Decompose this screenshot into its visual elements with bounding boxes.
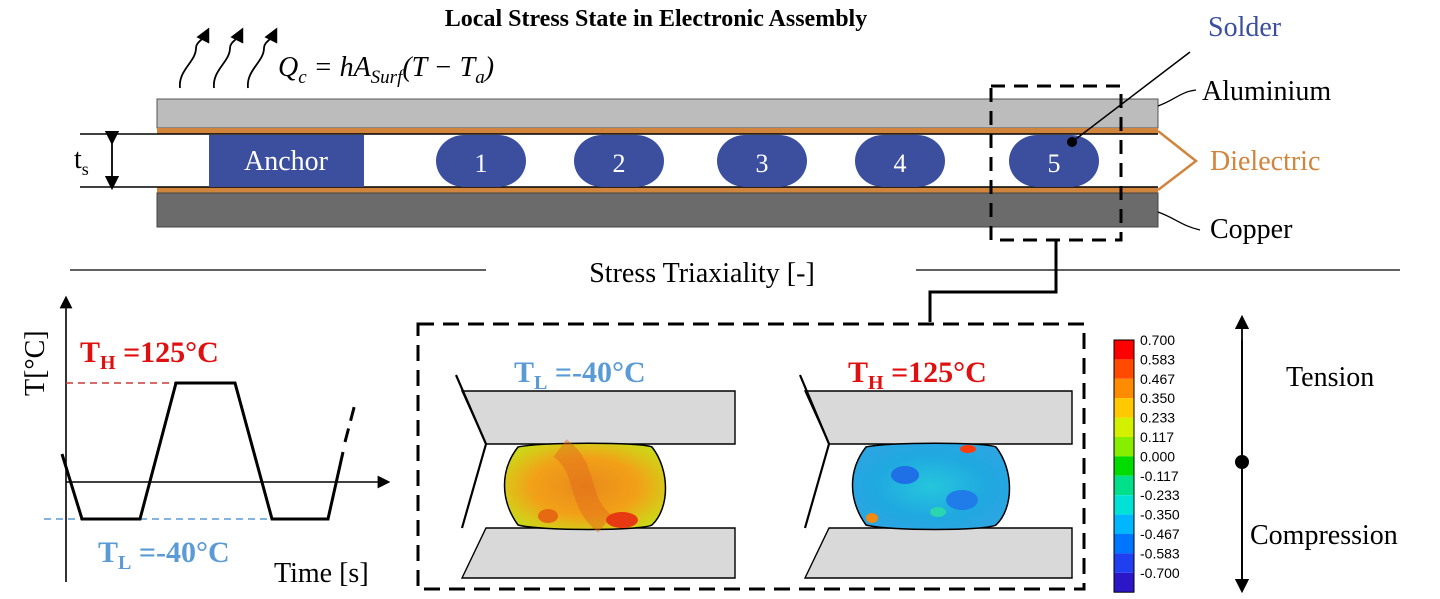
heat-equation: Qc = hASurf(T − Ta) [278, 52, 494, 88]
colorbar-tick-label: -0.583 [1140, 545, 1180, 561]
zoom-connector [928, 240, 1058, 322]
solder-joint-1 [436, 135, 526, 187]
colorbar-swatch [1114, 495, 1134, 515]
assembly-cross-section [80, 98, 1199, 228]
aluminium-layer [156, 98, 1159, 129]
colorbar-tick-label: 0.583 [1140, 351, 1175, 367]
colorbar-tick-label: 0.117 [1140, 429, 1174, 445]
tension-label: Tension [1286, 362, 1374, 393]
dielectric-chevron-icon [1157, 130, 1199, 191]
colorbar-tick-label: 0.700 [1140, 332, 1175, 348]
copper-layer [156, 192, 1159, 228]
detail-panel [416, 322, 1086, 591]
colorbar-swatch [1114, 534, 1134, 554]
solder-joint-4 [855, 135, 945, 187]
graph-xlabel: Time [s] [274, 558, 369, 589]
dielectric-bottom [157, 187, 1158, 193]
colorbar-tick-label: -0.233 [1140, 487, 1180, 503]
svg-text:4: 4 [894, 149, 907, 178]
solder-joint-5 [1009, 135, 1099, 187]
colorbar-swatch [1114, 417, 1134, 437]
svg-text:ts: ts [74, 144, 89, 179]
figure-title: Local Stress State in Electronic Assembl… [445, 6, 867, 32]
colorbar-swatch [1114, 514, 1134, 534]
solder-joint-3 [717, 135, 807, 187]
detail-low-temp [454, 374, 736, 579]
colorbar-swatch [1114, 359, 1134, 379]
colorbar-tick-label: -0.117 [1140, 468, 1179, 484]
anchor-block [209, 135, 364, 187]
colorbar-tick-label: 0.000 [1140, 448, 1175, 464]
anchor-label: Anchor [244, 146, 329, 177]
low-temp-label-left: TL =-40°C [98, 536, 230, 574]
colorbar-tick-label: 0.233 [1140, 410, 1175, 426]
colorbar-tick-label: -0.467 [1140, 526, 1180, 542]
stress-colorbar: 0.700 0.583 0.467 0.350 0.233 0.117 0.000 -0.11… [1113, 332, 1180, 593]
temperature-profile [60, 381, 345, 521]
solder-joints: 1 2 3 4 5 [436, 135, 1099, 187]
colorbar-swatch [1114, 437, 1134, 457]
dielectric-top [157, 128, 1158, 134]
colorbar-swatch [1114, 398, 1134, 418]
solder-label: Solder [1208, 12, 1282, 43]
svg-text:5: 5 [1048, 149, 1061, 178]
colorbar-tick-label: 0.467 [1140, 371, 1175, 387]
svg-text:3: 3 [756, 149, 769, 178]
svg-text:2: 2 [613, 149, 626, 178]
compression-label: Compression [1250, 520, 1398, 551]
colorbar-swatch [1114, 572, 1134, 593]
thickness-marker: ts [74, 130, 120, 191]
triaxiality-label: Stress Triaxiality [-] [589, 258, 815, 289]
colorbar-swatch [1114, 340, 1134, 360]
solder-joint-2 [574, 135, 664, 187]
low-temp-label-panel: TL =-40°C [514, 356, 646, 394]
colorbar-swatch [1114, 456, 1134, 476]
detail-high-temp [798, 374, 1073, 579]
colorbar-tick-label: -0.350 [1140, 507, 1180, 523]
aluminium-label: Aluminium [1202, 76, 1331, 107]
dielectric-label: Dielectric [1210, 146, 1320, 177]
graph-ylabel: T[°C] [20, 330, 51, 396]
colorbar-swatch [1114, 378, 1134, 399]
heat-flow-arrows-icon [179, 27, 278, 89]
copper-label: Copper [1210, 214, 1293, 245]
colorbar-swatch [1114, 475, 1134, 496]
colorbar-tick-label: -0.700 [1140, 565, 1180, 581]
svg-text:1: 1 [475, 149, 488, 178]
colorbar-swatch [1114, 553, 1134, 573]
high-temp-label-left: TH =125°C [80, 336, 219, 374]
temperature-cycle-graph: T[°C] Time [s] [20, 295, 391, 589]
high-temp-label-panel: TH =125°C [848, 356, 987, 394]
colorbar-frame [1113, 339, 1135, 593]
colorbar-tick-label: 0.350 [1140, 390, 1175, 406]
